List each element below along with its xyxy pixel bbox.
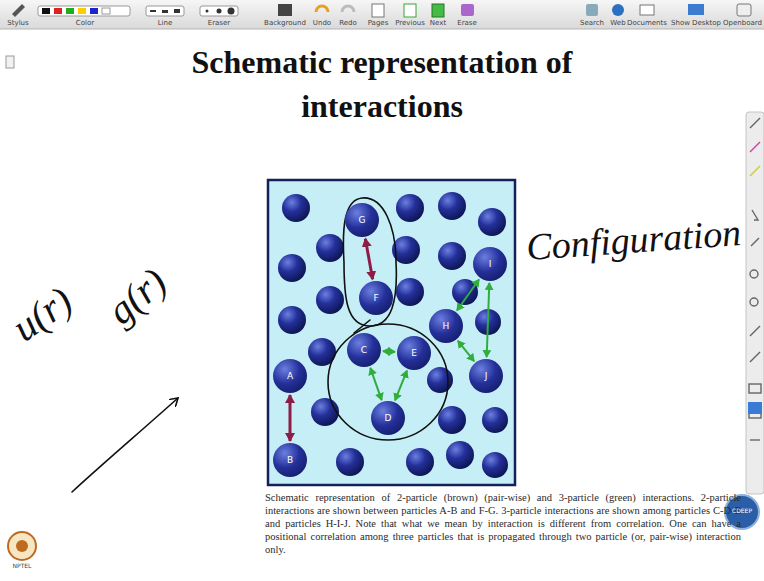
toolbar-label: Search: [580, 19, 604, 27]
particle-letter: B: [287, 456, 293, 465]
toolbar-label: Line: [158, 19, 173, 27]
toolbar-label: Background: [264, 19, 306, 27]
pair-interaction-arrow: [289, 395, 292, 441]
toolbar-label: Show Desktop: [671, 19, 721, 27]
handwritten-note: g(r): [98, 259, 175, 334]
toolbar-label: Stylus: [7, 19, 28, 27]
toolbar-label: Color: [76, 19, 94, 27]
particle: B: [273, 443, 307, 477]
logo-label: CDEEP: [732, 508, 752, 515]
particle: J: [469, 359, 503, 393]
particle: H: [429, 309, 463, 343]
toolbar-label: Previous: [395, 19, 425, 27]
toolbar-label: Redo: [339, 19, 357, 27]
particle-letter: H: [443, 322, 450, 331]
particle-letter: F: [373, 294, 378, 303]
particle-letter: C: [361, 346, 367, 355]
slide-title: Schematic representation of interactions: [162, 40, 602, 128]
triplet-interaction-arrow: [395, 371, 407, 401]
toolbar-label: Pages: [368, 19, 389, 27]
logo-label: NPTEL: [13, 563, 32, 570]
triplet-interaction-arrow: [458, 341, 474, 361]
toolbar-label: Web: [610, 19, 625, 27]
toolbar-label: Erase: [457, 19, 477, 27]
particle: A: [273, 359, 307, 393]
particle-letter: G: [359, 216, 366, 225]
toolbar-label: Undo: [313, 19, 331, 27]
particle: C: [347, 333, 381, 367]
particle: E: [397, 336, 431, 370]
pair-interaction-arrow: [365, 239, 372, 280]
particle-letter: D: [385, 414, 392, 423]
particle-letter: A: [287, 372, 293, 381]
toolbar-label: Next: [430, 19, 446, 27]
particle-letter: I: [489, 260, 492, 269]
toolbar-label: Openboard: [723, 19, 762, 27]
triplet-interaction-arrow: [383, 350, 395, 353]
handwritten-note: Configuration: [525, 211, 742, 270]
particle: G: [345, 203, 379, 237]
particle: F: [359, 281, 393, 315]
triplet-interaction-arrow: [487, 283, 490, 357]
triplet-interaction-arrow: [370, 368, 381, 400]
handwritten-note: u(r): [4, 278, 81, 351]
triplet-interaction-arrow: [457, 279, 479, 310]
particle-letter: E: [411, 349, 417, 358]
toolbar-label: Eraser: [208, 19, 230, 27]
toolbar-label: Documents: [627, 19, 667, 27]
particle-letter: J: [485, 372, 488, 381]
figure-caption: Schematic representation of 2-particle (…: [265, 491, 741, 556]
particle: I: [473, 247, 507, 281]
particle: D: [371, 401, 405, 435]
